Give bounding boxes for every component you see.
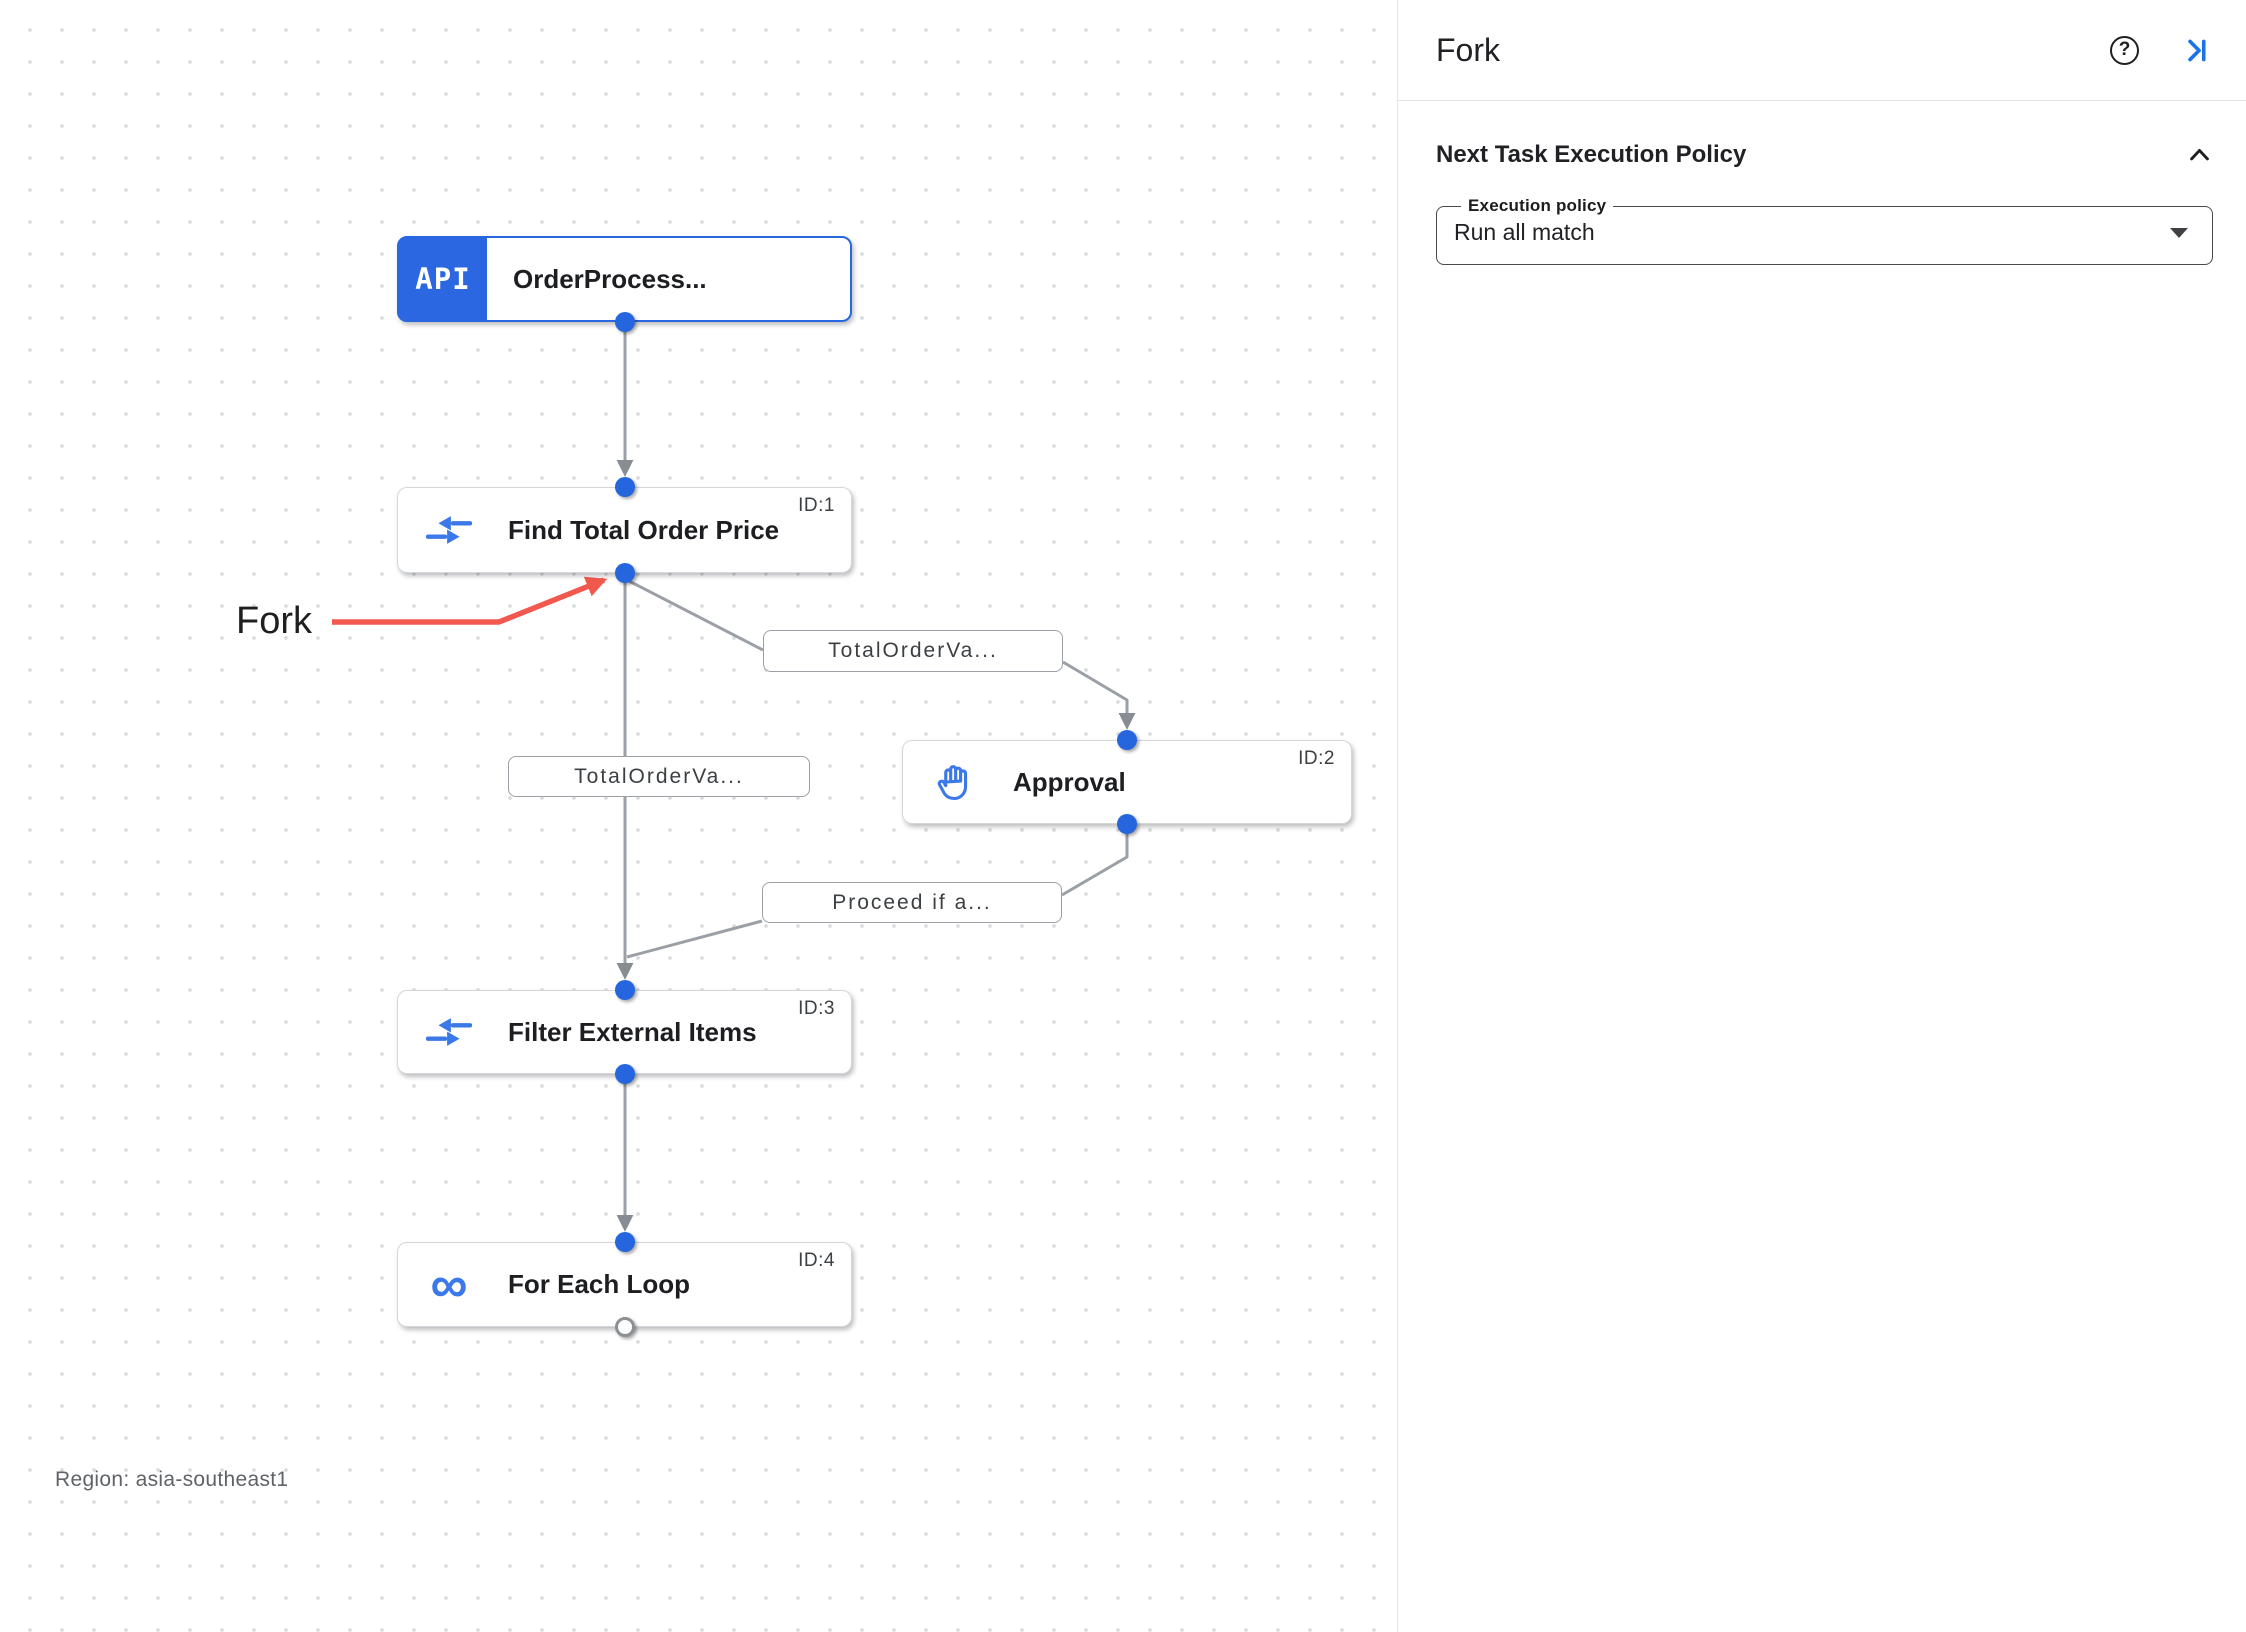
connection-dot-in[interactable] [615, 1232, 635, 1252]
node-id-badge: ID:3 [798, 998, 835, 1019]
panel-title: Fork [1436, 31, 1500, 68]
connection-dot-out fork-point[interactable] [615, 563, 635, 583]
section-header[interactable]: Next Task Execution Policy [1436, 141, 2213, 169]
node-for-each-loop[interactable]: ∞ For Each Loop ID:4 [397, 1242, 852, 1327]
edge-condition-label[interactable]: TotalOrderVa... [508, 756, 810, 797]
edge-condition-label[interactable]: TotalOrderVa... [763, 630, 1063, 672]
node-find-total-order-price[interactable]: Find Total Order Price ID:1 [397, 487, 852, 573]
collapse-panel-icon[interactable] [2181, 35, 2212, 66]
node-label: Approval [1013, 766, 1126, 797]
api-trigger-icon: API [399, 238, 487, 320]
fork-annotation-label: Fork [236, 600, 312, 642]
region-label: Region: asia-southeast1 [55, 1468, 289, 1491]
section-title: Next Task Execution Policy [1436, 141, 1747, 168]
node-orderprocess-trigger[interactable]: API OrderProcess... [397, 236, 852, 322]
connection-dot-empty[interactable] [615, 1317, 635, 1337]
edge-label1-to-approval [1062, 660, 1136, 730]
node-id-badge: ID:2 [1298, 748, 1335, 769]
edge-condition-label[interactable]: Proceed if a... [762, 882, 1062, 923]
connection-dot-out[interactable] [1117, 814, 1137, 834]
data-mapping-icon [426, 507, 472, 553]
connection-dot-out[interactable] [615, 312, 635, 332]
field-value: Run all match [1454, 219, 1595, 245]
chevron-up-icon[interactable] [2186, 142, 2213, 169]
connection-dot-out[interactable] [615, 1064, 635, 1084]
node-approval[interactable]: Approval ID:2 [902, 740, 1352, 824]
node-label: Find Total Order Price [508, 514, 780, 545]
fork-annotation-arrow [332, 576, 608, 625]
execution-policy-select[interactable]: Execution policy Run all match [1436, 196, 2213, 265]
data-mapping-icon [426, 1009, 472, 1055]
node-id-badge: ID:1 [798, 495, 835, 516]
field-label: Execution policy [1468, 196, 1607, 215]
edge-label3-to-task3 [626, 919, 763, 959]
dropdown-caret-icon [2170, 228, 2188, 238]
connection-dot-in[interactable] [615, 980, 635, 1000]
node-id-badge: ID:4 [798, 1250, 835, 1271]
next-task-execution-policy-section: Next Task Execution Policy Execution pol… [1398, 141, 2246, 265]
edge-connectors [332, 324, 1136, 1232]
help-icon[interactable]: ? [2110, 35, 2139, 65]
node-label: For Each Loop [508, 1269, 690, 1299]
node-label: Filter External Items [508, 1016, 757, 1047]
edge-task1-to-label1 [626, 578, 764, 652]
node-label: OrderProcess... [513, 263, 707, 294]
edge-approval-to-label3 [1061, 826, 1129, 897]
workflow-canvas[interactable]: API OrderProcess... Find Total Order Pri… [0, 0, 1398, 1632]
raised-hand-icon [931, 759, 977, 805]
panel-header: Fork ? [1398, 0, 2246, 101]
connection-dot-in[interactable] [1117, 730, 1137, 750]
task-config-panel: Fork ? Next Task Execution Policy [1398, 0, 2246, 1632]
infinity-loop-icon: ∞ [430, 1255, 468, 1314]
node-filter-external-items[interactable]: Filter External Items ID:3 [397, 990, 852, 1074]
connection-dot-in[interactable] [615, 477, 635, 497]
